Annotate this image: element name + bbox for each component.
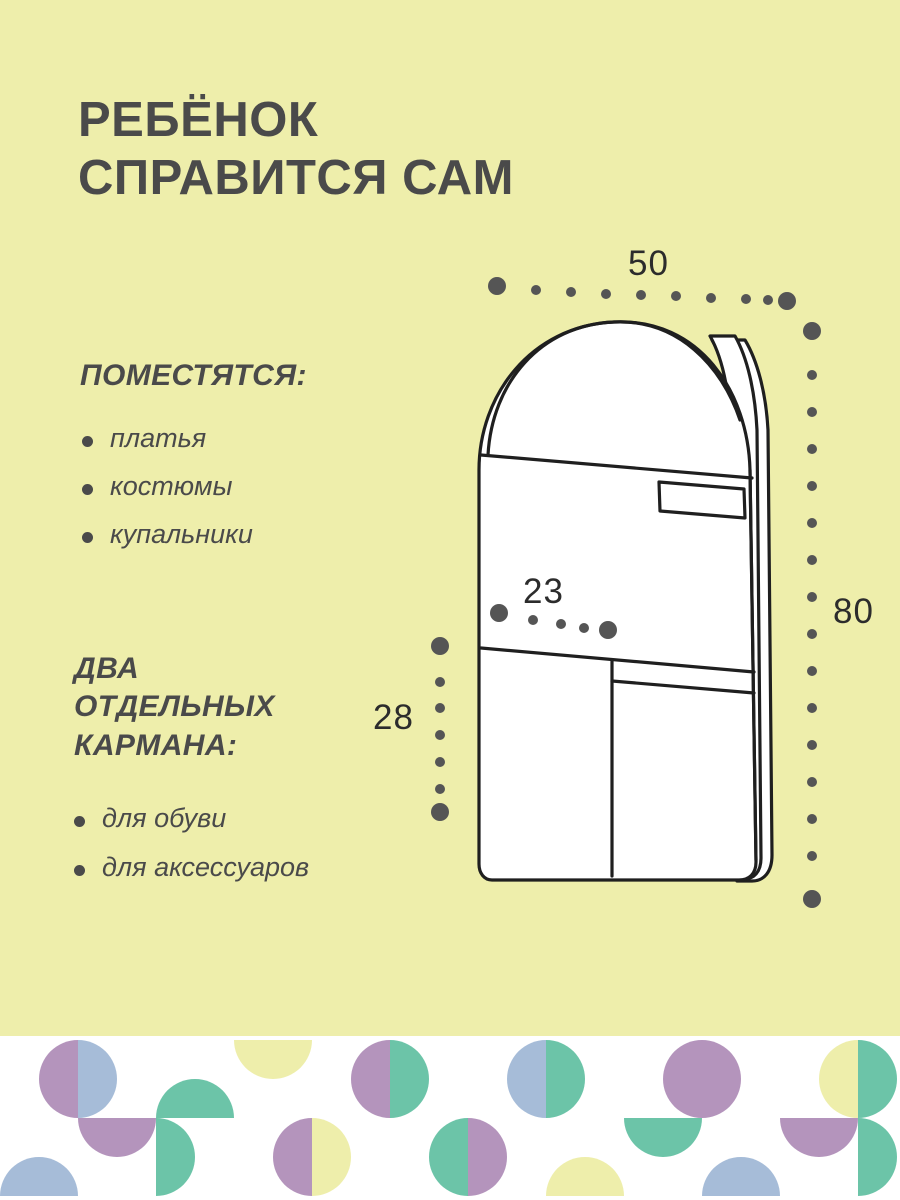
pattern-cell-half-bottom	[702, 1157, 780, 1196]
pattern-cell-half-left	[546, 1040, 585, 1118]
bag-pocket-step-seam	[610, 679, 756, 695]
pattern-cell-half-right	[39, 1040, 78, 1118]
page-title-line-1: РЕБЁНОК	[78, 93, 319, 147]
list-item: для аксессуаров	[70, 854, 309, 881]
pattern-cell-half-right	[273, 1118, 312, 1196]
pockets-heading-line-1: ДВА	[74, 652, 140, 685]
pattern-cell-half-top	[780, 1118, 858, 1157]
list-item-label: костюмы	[110, 471, 233, 501]
list-item: для обуви	[70, 805, 309, 832]
pockets-heading-line-3: КАРМАНА:	[74, 728, 238, 762]
pattern-cell-half-left	[468, 1118, 507, 1196]
pattern-cell-half-right	[429, 1118, 468, 1196]
pattern-cell-half-left	[858, 1040, 897, 1118]
list-item-label: купальники	[110, 519, 253, 549]
pockets-heading-line-2: ОТДЕЛЬНЫХ	[74, 690, 275, 724]
pattern-cell-half-right	[351, 1040, 390, 1118]
pattern-cell-half-bottom	[546, 1157, 624, 1196]
pockets-heading: ДВА ОТДЕЛЬНЫХ КАРМАНА:	[74, 650, 364, 765]
pattern-cell-half-left	[156, 1118, 195, 1196]
pattern-cell-half-left	[312, 1118, 351, 1196]
bullet-dot-icon	[74, 816, 85, 827]
bag-arch-seam	[486, 320, 742, 457]
bag-tag-label	[657, 480, 747, 520]
bag-seam-upper	[479, 453, 754, 480]
dimension-label-pocket-height: 28	[373, 698, 414, 737]
pattern-cell-half-top	[624, 1118, 702, 1157]
dimension-label-height: 80	[833, 592, 874, 631]
bag-seam-pockets-top	[479, 646, 756, 674]
list-item: платья	[78, 425, 253, 452]
pattern-cell-half-right	[819, 1040, 858, 1118]
pattern-cell-half-right	[507, 1040, 546, 1118]
pattern-cell-half-left	[390, 1040, 429, 1118]
dimension-line-pocket-width-23	[490, 604, 617, 639]
bullet-dot-icon	[74, 865, 85, 876]
list-item: костюмы	[78, 473, 253, 500]
bullet-dot-icon	[82, 436, 93, 447]
list-item-label: платья	[110, 423, 207, 453]
pattern-cell-half-top	[78, 1118, 156, 1157]
list-item: купальники	[78, 521, 253, 548]
dimension-label-width: 50	[628, 244, 669, 283]
pattern-cell-half-bottom	[156, 1079, 234, 1118]
pockets-list: для обуви для аксессуаров	[70, 805, 309, 903]
pattern-svg	[0, 1036, 900, 1200]
bullet-dot-icon	[82, 484, 93, 495]
bullet-dot-icon	[82, 532, 93, 543]
page-title-line-2: СПРАВИТСЯ САМ	[78, 150, 514, 205]
fits-list: платья костюмы купальники	[78, 425, 253, 569]
dimension-label-pocket-width: 23	[523, 572, 564, 611]
list-item-label: для обуви	[102, 803, 227, 833]
dimension-line-pocket-height-28	[431, 637, 449, 821]
pattern-cell-half-right	[663, 1040, 702, 1118]
pattern-cell-half-bottom	[0, 1157, 78, 1196]
bag-gusset-front-edge	[748, 468, 758, 862]
page-title: РЕБЁНОК СПРАВИТСЯ САМ	[78, 92, 698, 208]
pattern-cell-half-left	[702, 1040, 741, 1118]
list-item-label: для аксессуаров	[102, 852, 310, 882]
dimension-line-width-50	[488, 277, 796, 310]
fits-heading: ПОМЕСТЯТСЯ:	[80, 359, 307, 392]
pattern-cell-half-left	[858, 1118, 897, 1196]
decorative-pattern-band	[0, 1036, 900, 1200]
pattern-cell-half-left	[78, 1040, 117, 1118]
dimension-line-height-80	[803, 322, 821, 908]
pattern-cell-half-top	[234, 1040, 312, 1079]
